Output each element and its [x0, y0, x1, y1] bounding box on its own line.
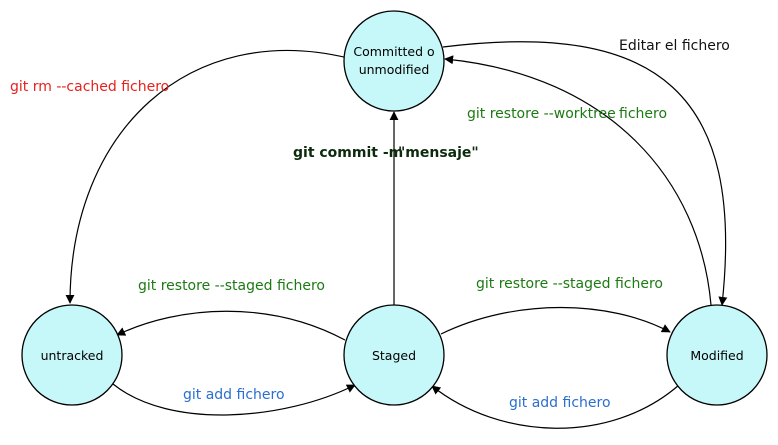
- node-modified: Modified: [666, 304, 768, 406]
- edge-modified-to-committed: [444, 55, 712, 306]
- label-restore-staged-left: git restore --staged fichero: [138, 278, 325, 294]
- label-rm-cached: git rm --cached fichero: [10, 79, 169, 95]
- node-untracked-label: untracked: [41, 348, 104, 363]
- node-committed: Committed o unmodified: [343, 10, 445, 112]
- label-restore-worktree: git restore --worktree: [467, 106, 616, 122]
- label-editar: Editar el fichero: [619, 38, 730, 54]
- node-committed-label-line1: Committed o: [353, 44, 434, 59]
- edge-committed-to-untracked: [65, 49, 349, 304]
- label-add-left: git add fichero: [183, 387, 285, 403]
- edge-staged-to-untracked: [116, 310, 346, 341]
- node-untracked: untracked: [21, 304, 123, 406]
- node-modified-label: Modified: [690, 348, 743, 363]
- node-staged: Staged: [343, 304, 445, 406]
- label-restore-staged-right: git restore --staged fichero: [476, 276, 663, 292]
- label-restore-worktree-file: fichero: [619, 106, 667, 122]
- label-add-right: git add fichero: [509, 395, 611, 411]
- edge-untracked-to-staged: [112, 383, 356, 416]
- label-commit-cmd: git commit -m: [293, 145, 403, 161]
- node-staged-label: Staged: [372, 348, 416, 363]
- edge-committed-to-modified: [442, 41, 728, 306]
- label-commit-msg: "mensaje": [398, 145, 479, 161]
- edge-modified-to-staged: [431, 384, 680, 429]
- edge-staged-to-modified: [440, 306, 671, 335]
- node-committed-label-line2: unmodified: [359, 62, 430, 77]
